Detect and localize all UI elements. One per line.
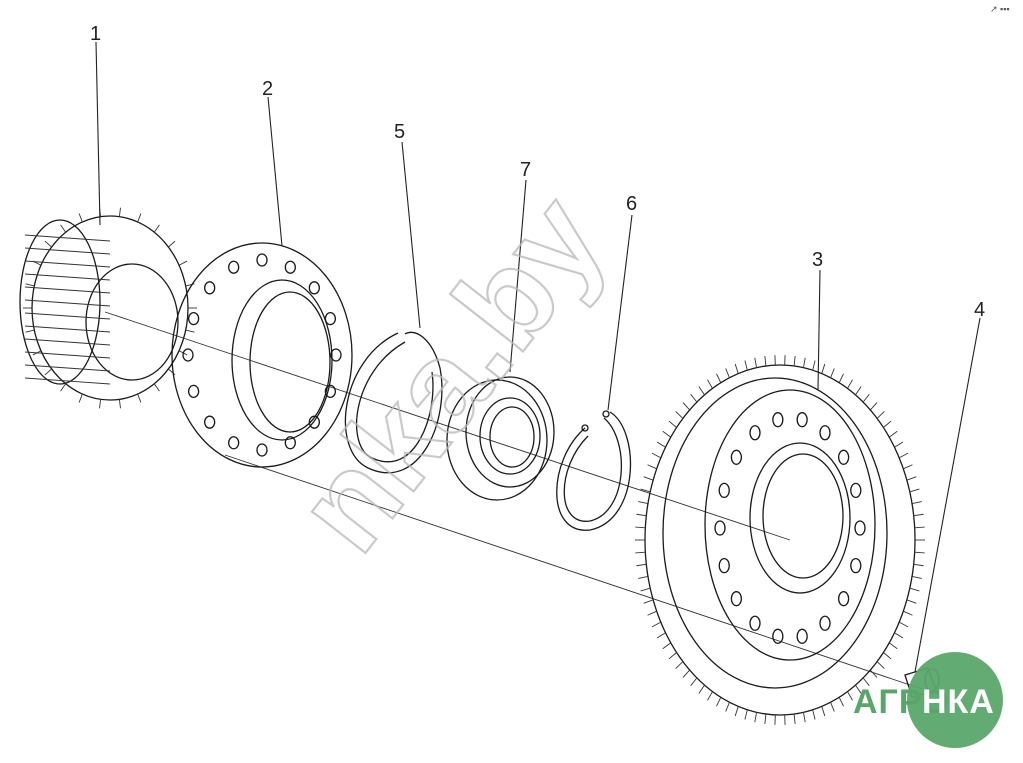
part-6-retaining-ring (556, 410, 632, 531)
leader-lines (95, 41, 981, 673)
callout-5: 5 (394, 121, 405, 143)
callout-labels: 1 2 5 7 6 3 4 (90, 23, 985, 321)
logo-text-left: АГРО (853, 683, 950, 721)
callout-3: 3 (812, 249, 823, 271)
part-7-bearing (446, 376, 555, 501)
part-5-split-ring (344, 331, 443, 474)
logo-text-right: НКА (922, 683, 995, 721)
part-3-large-gear (635, 355, 925, 725)
part-1-spur-gear (19, 207, 197, 409)
callout-7: 7 (520, 159, 531, 181)
logo-circle (907, 652, 1003, 748)
part-2-hub-flange (171, 242, 353, 468)
brand-logo: АГРО НКА (853, 652, 1003, 748)
watermark-text: nka.by (269, 170, 631, 578)
axis-lines (104, 311, 926, 691)
callout-6: 6 (626, 193, 637, 215)
corner-mark: ↗ ▪▪▪ (990, 4, 1010, 14)
callout-1: 1 (90, 23, 101, 45)
callout-2: 2 (262, 78, 273, 100)
callout-4: 4 (974, 299, 985, 321)
